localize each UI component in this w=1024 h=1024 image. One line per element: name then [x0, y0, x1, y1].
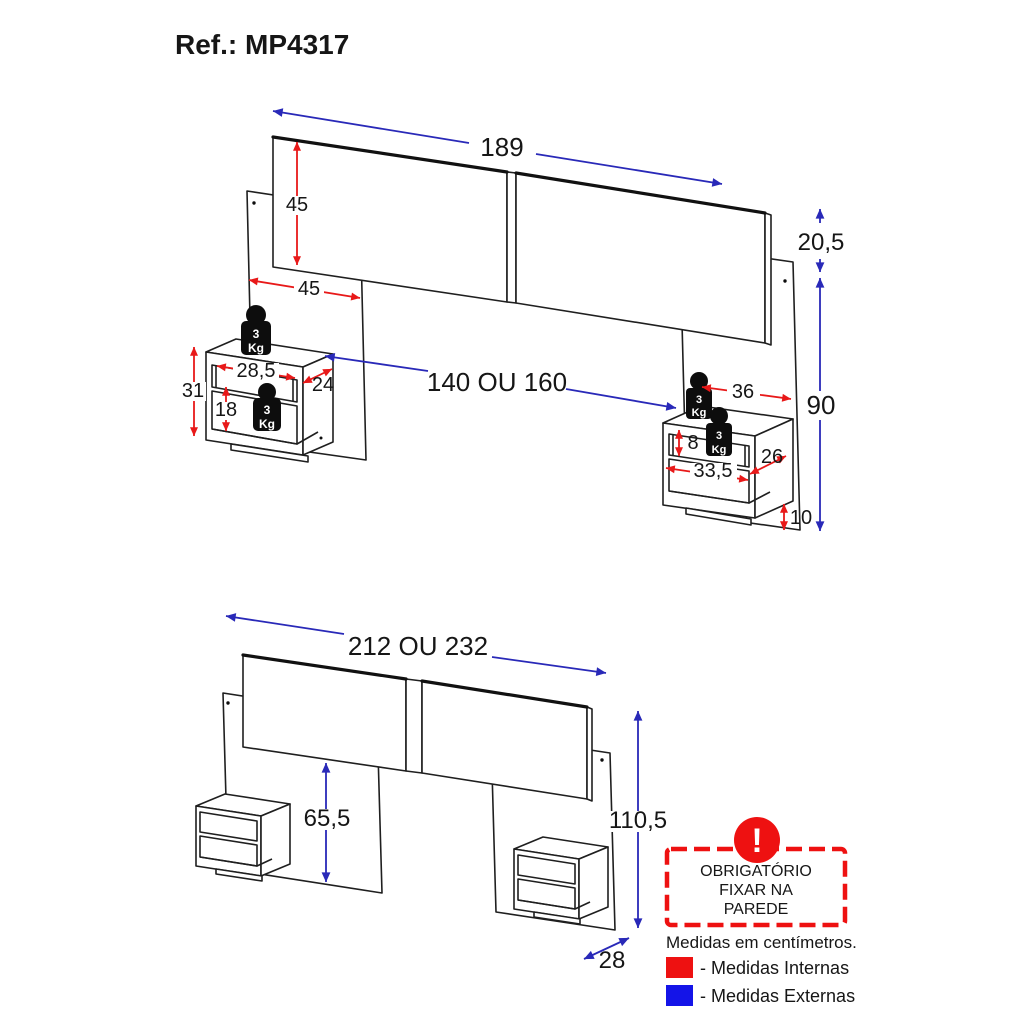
warning-line2: FIXAR NA	[719, 882, 793, 899]
base-plinth	[215, 868, 263, 882]
dim-left-ns-niche-height: 18	[215, 399, 237, 421]
dim-right-ns-niche-width: 33,5	[694, 460, 733, 482]
weight-badge: 3 Kg	[706, 407, 732, 456]
weight-value: 3	[264, 403, 271, 417]
right-nightstand: 3 Kg 3 Kg 36 8 33,5 26 10	[662, 372, 812, 531]
screw-hole	[252, 201, 256, 205]
dim-right-ns-depth: 26	[761, 446, 783, 468]
drawer-front	[199, 811, 258, 842]
exclamation-glyph: !	[751, 822, 762, 860]
headboard-right-panel	[515, 172, 766, 344]
base-plinth	[685, 507, 752, 526]
right-nightstand	[513, 836, 609, 925]
internal-color-swatch	[666, 957, 693, 978]
side-face	[260, 803, 291, 877]
weight-value: 3	[253, 327, 260, 341]
dim-left-ns-height: 31	[182, 380, 204, 402]
exclamation-icon	[734, 817, 780, 863]
drawer-ends	[215, 366, 294, 401]
weight-unit: Kg	[248, 341, 264, 355]
bottom-diagram: 212 OU 232 65,5 110,5 28	[195, 613, 671, 974]
headboard	[241, 653, 593, 802]
weight-badge: 3 Kg	[253, 383, 281, 431]
left-nightstand	[195, 793, 291, 882]
dim-top-gap: 20,5	[798, 229, 845, 256]
weight-unit: Kg	[692, 407, 707, 419]
dim-bottom-side-panel-height: 110,5	[609, 807, 667, 834]
niche-floor	[211, 428, 319, 445]
warning-box: ! OBRIGATÓRIO FIXAR NA PAREDE	[664, 817, 848, 928]
weight-value: 3	[696, 394, 702, 406]
external-measures-label: - Medidas Externas	[700, 986, 855, 1006]
screw-hole	[319, 436, 323, 440]
drawer-ends	[672, 435, 746, 466]
panel-top-edge	[241, 653, 408, 681]
dim-below-headboard-height: 65,5	[304, 805, 351, 832]
headboard-edge	[586, 706, 593, 802]
niche-floor	[517, 899, 591, 910]
base-plinth	[533, 911, 581, 925]
niche-floor	[668, 490, 771, 504]
niche-floor	[199, 856, 273, 867]
legend: Medidas em centímetros. - Medidas Intern…	[666, 933, 857, 1006]
weight-unit: Kg	[259, 417, 275, 431]
weight-value: 3	[716, 430, 722, 442]
external-dimensions-bottom: 212 OU 232 65,5 110,5 28	[225, 613, 671, 974]
base-plinth	[230, 443, 309, 463]
dim-depth: 28	[599, 947, 626, 974]
screw-hole	[600, 758, 604, 762]
weight-badge: 3 Kg	[241, 305, 271, 355]
dim-headboard-width: 189	[480, 132, 523, 162]
warning-line3: PAREDE	[724, 901, 789, 918]
headboard-right-panel	[421, 680, 588, 800]
external-color-swatch	[666, 985, 693, 1006]
side-face	[578, 846, 609, 920]
dim-side-panel-offset: 45	[298, 278, 320, 300]
weight-unit: Kg	[712, 444, 727, 456]
dim-right-ns-bottom-offset: 10	[790, 507, 812, 529]
dim-total-width-options: 212 OU 232	[348, 631, 488, 661]
screw-hole	[226, 701, 230, 705]
units-note: Medidas em centímetros.	[666, 933, 857, 952]
panel-top-edge	[420, 679, 589, 709]
dim-left-ns-drawer-width: 28,5	[237, 360, 276, 382]
dim-right-ns-width: 36	[732, 381, 754, 403]
warning-line1: OBRIGATÓRIO	[700, 861, 812, 880]
dim-headboard-height: 45	[286, 194, 308, 216]
dim-bed-width-options: 140 OU 160	[427, 367, 567, 397]
external-dimensions-top: 189 20,5 90 140 OU 160	[272, 108, 845, 532]
dim-left-ns-depth: 24	[312, 374, 334, 396]
panel-top-edge	[271, 135, 509, 174]
headboard-divider	[405, 678, 423, 774]
headboard	[271, 135, 772, 346]
dim-right-ns-drawer-height: 8	[687, 432, 698, 454]
side-face	[302, 353, 334, 456]
internal-measures-label: - Medidas Internas	[700, 958, 849, 978]
screw-hole	[783, 279, 787, 283]
panel-top-edge	[514, 171, 767, 215]
headboard-edge	[764, 212, 772, 346]
headboard-dimensions: 45 45	[248, 141, 361, 301]
dim-side-panel-height: 90	[807, 390, 836, 420]
headboard-divider	[506, 171, 517, 304]
page-title: Ref.: MP4317	[175, 29, 349, 60]
top-diagram: 3 Kg 3 Kg 31 28,5 24 18	[180, 108, 845, 532]
drawer-front	[517, 854, 576, 885]
